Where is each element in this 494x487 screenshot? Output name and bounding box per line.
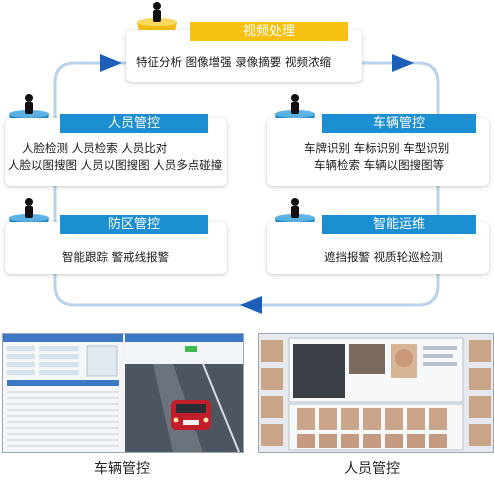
vehicle-control-title: 车辆管控: [322, 114, 476, 133]
personnel-control-caption: 人员管控: [344, 461, 400, 477]
vehicle-control-caption: 车辆管控: [94, 461, 150, 477]
zone-control-title: 防区管控: [60, 215, 208, 234]
flow-arrow-right-top: [392, 54, 414, 72]
vehicle-control-line2: 车辆检索 车辆以图搜图等: [314, 158, 445, 172]
video-processing-title: 视频处理: [190, 22, 348, 41]
smart-ops-line1: 遮挡报警 视质轮巡检测: [324, 250, 443, 264]
flow-arrow-left: [240, 296, 262, 314]
zone-control-line1: 智能跟踪 警戒线报警: [62, 250, 170, 264]
flow-loop: [53, 54, 440, 314]
smart-ops-title: 智能运维: [322, 215, 476, 234]
personnel-control-line1: 人脸检测 人员检索 人员比对: [22, 141, 168, 155]
personnel-control-screenshot: [258, 333, 494, 453]
personnel-control-line2: 人脸以图搜图 人员以图搜图 人员多点碰撞: [8, 158, 223, 172]
face-gallery-preview: [259, 334, 493, 452]
vehicle-control-line1: 车牌识别 车标识别 车型识别: [304, 141, 450, 155]
personnel-control-title: 人员管控: [60, 114, 208, 133]
flow-arrow-right: [100, 54, 122, 72]
video-processing-features: 特征分析 图像增强 录像摘要 视频浓缩: [136, 55, 331, 69]
vehicle-control-screenshot: [2, 333, 244, 453]
vehicle-software-preview: [3, 334, 243, 452]
